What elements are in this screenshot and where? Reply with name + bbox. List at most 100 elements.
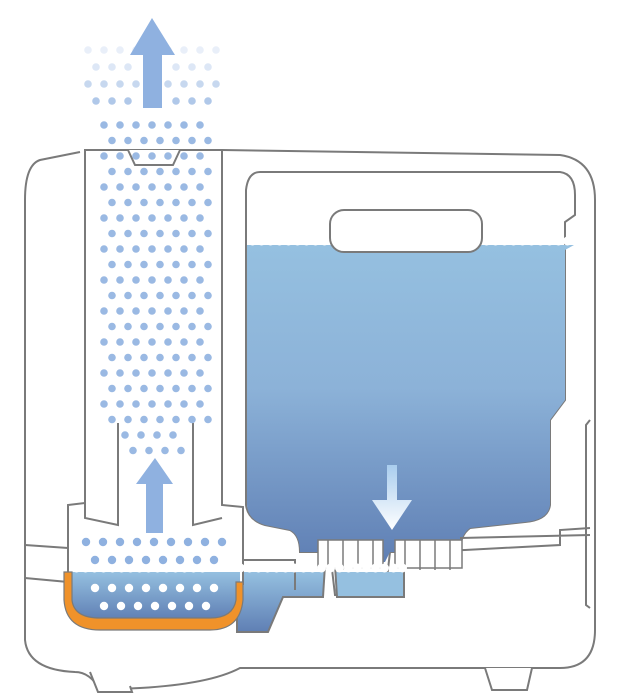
vapor-dot <box>196 400 204 408</box>
vapor-dot <box>188 229 196 238</box>
vapor-dot <box>166 537 176 547</box>
boiler-water-surface <box>200 563 407 573</box>
vapor-dot <box>140 353 148 362</box>
vapor-dot <box>164 245 172 253</box>
vapor-dot <box>172 322 180 331</box>
wave-bubble <box>117 563 126 573</box>
vapor-dot <box>148 245 156 253</box>
vapor-dot <box>140 291 148 300</box>
wave-bubble <box>380 563 389 573</box>
wave-bubble <box>500 236 509 246</box>
vapor-dot <box>180 46 188 54</box>
vapor-dot <box>124 384 132 393</box>
wave-bubble <box>236 563 245 573</box>
vapor-dot <box>204 136 212 145</box>
wave-bubble <box>353 563 362 573</box>
vapor-dot <box>116 152 124 160</box>
vapor-dot <box>99 601 109 611</box>
vapor-dot <box>108 229 116 238</box>
vapor-dot <box>148 369 156 377</box>
vapor-dot <box>172 97 180 105</box>
vapor-dot <box>116 276 124 284</box>
wave-bubble <box>81 563 90 573</box>
vapor-dot <box>141 555 151 565</box>
vapor-dot <box>164 369 172 377</box>
wave-bubble <box>99 563 108 573</box>
wave-bubble <box>284 236 293 246</box>
vapor-dot <box>180 369 188 377</box>
wave-bubble <box>254 563 263 573</box>
vapor-dot <box>116 121 124 129</box>
vapor-dot <box>100 276 108 284</box>
heater-element <box>63 571 244 631</box>
vapor-dot <box>90 583 100 593</box>
wave-bubble <box>126 563 135 573</box>
steam-rise-arrow-icon <box>136 458 173 533</box>
vapor-dot <box>196 307 204 315</box>
vapor-dot <box>108 136 116 145</box>
vapor-dot <box>156 198 164 207</box>
wave-bubble <box>198 563 207 573</box>
vapor-dot <box>164 307 172 315</box>
vapor-dot <box>92 97 100 105</box>
base-left-line <box>24 544 69 583</box>
vapor-dot <box>196 214 204 222</box>
vapor-dot <box>148 214 156 222</box>
vapor-dot <box>175 555 185 565</box>
wave-bubble <box>135 563 144 573</box>
vapor-dot <box>100 80 108 88</box>
vapor-dot <box>204 97 212 105</box>
vapor-dot <box>172 229 180 238</box>
vapor-dot <box>156 229 164 238</box>
valve-block <box>394 539 463 569</box>
vapor-dot <box>129 446 137 455</box>
tank-water <box>247 245 574 562</box>
vapor-dot <box>164 338 172 346</box>
vapor-dot <box>156 384 164 393</box>
vapor-dot <box>108 260 116 269</box>
vapor-dot <box>140 229 148 238</box>
wave-bubble <box>272 563 281 573</box>
vapor-dot <box>108 291 116 300</box>
vapor-dot <box>140 167 148 176</box>
vapor-dot <box>124 555 134 565</box>
vapor-dot <box>100 369 108 377</box>
vapor-dot <box>196 338 204 346</box>
wave-bubble <box>527 236 536 246</box>
vapor-dot <box>116 601 126 611</box>
wave-bubble <box>275 236 284 246</box>
vapor-dot <box>100 214 108 222</box>
vapor-dot <box>172 353 180 362</box>
vapor-dot <box>100 121 108 129</box>
vapor-dot <box>98 537 108 547</box>
vapor-dot <box>108 167 116 176</box>
vapor-dot <box>148 400 156 408</box>
vapor-dot <box>100 307 108 315</box>
vapor-dot <box>172 415 180 424</box>
wave-bubble <box>290 563 299 573</box>
vapor-dot <box>180 400 188 408</box>
vapor-dot <box>108 384 116 393</box>
vapor-dot <box>188 260 196 269</box>
vapor-dot <box>132 214 140 222</box>
vapor-dot <box>116 400 124 408</box>
chimney-inner <box>84 423 223 527</box>
vapor-dot <box>124 322 132 331</box>
wave-bubble <box>509 236 518 246</box>
base-water-channel-right <box>335 572 404 597</box>
vapor-dot <box>204 353 212 362</box>
vapor-dot <box>140 136 148 145</box>
vapor-dot <box>164 276 172 284</box>
vapor-dot <box>108 97 116 105</box>
vapor-dot <box>188 198 196 207</box>
vapor-dot <box>108 415 116 424</box>
wave-bubble <box>263 563 272 573</box>
vapor-dot <box>156 167 164 176</box>
vapor-dot <box>196 369 204 377</box>
vapor-dot <box>217 537 227 547</box>
vapor-dot <box>124 97 132 105</box>
wave-bubble <box>482 236 491 246</box>
wave-bubble <box>371 563 380 573</box>
vapor-dot <box>180 152 188 160</box>
wave-bubble <box>362 563 371 573</box>
